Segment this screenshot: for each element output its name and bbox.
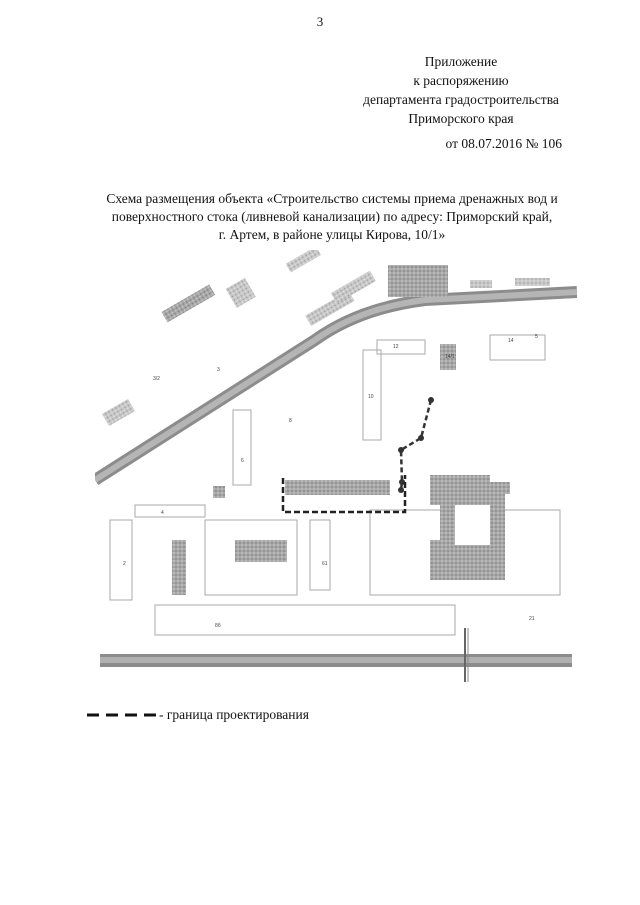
svg-text:6: 6 bbox=[241, 458, 244, 464]
svg-text:5: 5 bbox=[535, 334, 538, 340]
svg-text:21: 21 bbox=[529, 616, 535, 622]
buildings-top-left bbox=[161, 284, 216, 323]
svg-text:14/1: 14/1 bbox=[445, 354, 455, 360]
scheme-title: Схема размещения объекта «Строительство … bbox=[62, 190, 602, 244]
svg-text:3/2: 3/2 bbox=[153, 376, 160, 382]
svg-text:4: 4 bbox=[161, 510, 164, 516]
svg-text:12: 12 bbox=[393, 344, 399, 350]
legend: - граница проектирования bbox=[87, 704, 309, 726]
site-map: 3/2 3 4 6 8 10 12 14 14/1 2 61 8б 21 5 bbox=[95, 250, 577, 682]
svg-text:10: 10 bbox=[368, 394, 374, 400]
title-line: г. Артем, в районе улицы Кирова, 10/1» bbox=[218, 227, 446, 242]
appendix-header: Приложение к распоряжению департамента г… bbox=[300, 52, 622, 128]
appendix-line: Приложение bbox=[424, 54, 498, 69]
svg-text:3: 3 bbox=[217, 367, 220, 373]
legend-dash-sample bbox=[87, 713, 157, 717]
appendix-line: Приморского края bbox=[408, 111, 514, 126]
svg-text:8: 8 bbox=[289, 418, 292, 424]
svg-text:2: 2 bbox=[123, 561, 126, 567]
appendix-line: департамента градостроительства bbox=[363, 92, 559, 107]
title-line: Схема размещения объекта «Строительство … bbox=[106, 191, 558, 206]
svg-text:14: 14 bbox=[508, 338, 514, 344]
design-boundary bbox=[281, 475, 407, 514]
appendix-line: к распоряжению bbox=[413, 73, 509, 88]
order-date: от 08.07.2016 № 106 bbox=[445, 136, 562, 151]
page-number: 3 bbox=[316, 14, 324, 29]
title-line: поверхностного стока (ливневой канализац… bbox=[111, 209, 553, 224]
svg-text:61: 61 bbox=[322, 561, 328, 567]
legend-label: - граница проектирования bbox=[159, 707, 309, 722]
svg-text:8б: 8б bbox=[215, 623, 221, 629]
